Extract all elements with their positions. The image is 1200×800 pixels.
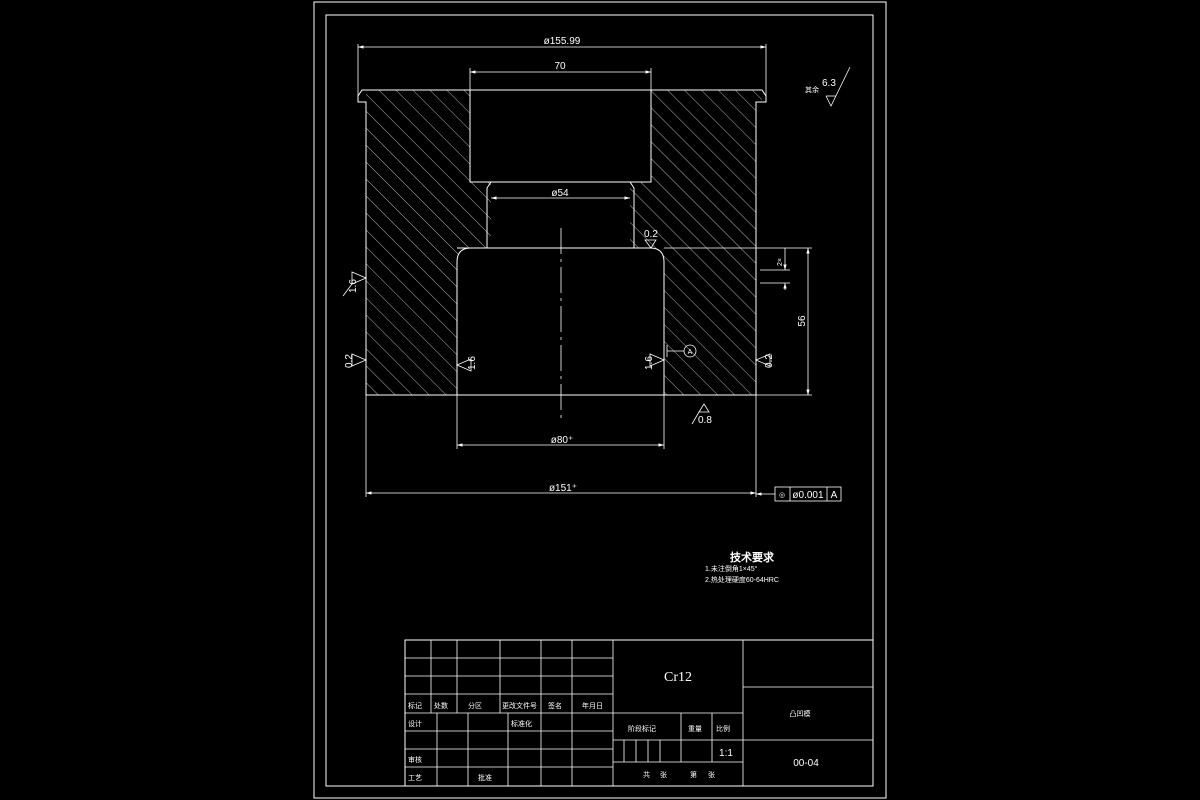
dimension-top-dia: ø155.99 [358,36,766,49]
roughness-right-outer-value: 0.2 [764,354,775,368]
roughness-left-lower: 0.2 [344,353,368,368]
tech-req-line1: 1.未注倒角1×45° [705,564,758,573]
dimension-base: ø151⁺ [366,483,756,495]
label-zone: 分区 [468,701,482,710]
tolerance-symbol: ◎ [779,492,785,499]
dimension-chamfer: 2× [760,248,790,290]
dim-counterbore-text: 70 [554,61,566,72]
bore-outline [486,181,635,248]
dim-chamfer-text: 2× [777,258,784,266]
scale-text: 1:1 [719,748,733,759]
dim-cavity-text: ø80⁺ [551,435,574,446]
label-ratio: 比例 [716,724,730,733]
tech-req-line2: 2.热处理硬度60-64HRC [705,575,779,584]
roughness-left-upper-value: 1.6 [348,279,359,293]
title-block: Cr12 凸凹模 00-04 1:1 标记 处数 分区 更改文件号 签名 年月日… [404,639,874,787]
label-review: 审核 [408,755,422,764]
roughness-inner-left: 1.6 [455,356,478,372]
label-standardize: 标准化 [511,719,532,728]
sheet-outer-border [313,1,887,799]
label-count: 处数 [434,701,448,710]
label-date: 年月日 [582,701,603,710]
tech-req-title: 技术要求 [730,550,775,564]
roughness-inner-right: 1.6 A [644,344,697,370]
roughness-inner-right-value: 1.6 [644,356,655,370]
label-sheets: 张 [660,770,667,779]
tolerance-frame: ◎ ø0.001 A [756,486,842,502]
roughness-general-note: 其余 [805,85,819,94]
datum-marker-a: A [688,349,693,356]
roughness-bottom-value: 0.8 [698,415,712,426]
label-stage-mark: 阶段标记 [628,724,656,733]
label-sheets-total: 共 [643,770,650,779]
roughness-right-outer: 0.2 [754,353,775,368]
material-text: Cr12 [664,670,692,685]
label-sheet-no: 张 [708,770,715,779]
technical-requirements: 技术要求 1.未注倒角1×45° 2.热处理硬度60-64HRC [705,550,779,584]
counterbore-outline [469,90,652,183]
dimension-cavity: ø80⁺ [457,435,664,447]
dimension-bore: ø54 [491,188,630,200]
label-sheet-no-pre: 第 [690,770,697,779]
label-process: 工艺 [408,774,422,782]
roughness-bottom: 0.8 [691,403,712,426]
roughness-cavity-top-value: 0.2 [644,229,658,240]
roughness-left-upper: 1.6 [342,271,368,297]
label-design: 设计 [408,719,422,728]
hatched-section [366,90,762,395]
tolerance-datum: A [831,490,838,501]
roughness-general: 6.3 其余 [805,66,851,107]
tolerance-value: ø0.001 [792,490,824,501]
dimension-depth: 56 [797,248,810,395]
cavity-outline [456,247,665,395]
dim-top-dia-text: ø155.99 [544,36,581,47]
label-sign: 签名 [548,701,562,710]
dimension-counterbore: 70 [470,61,651,74]
dim-bore-text: ø54 [551,188,569,199]
roughness-left-lower-value: 0.2 [344,354,355,368]
roughness-cavity-top: 0.2 [644,229,658,249]
dim-depth-text: 56 [797,315,808,327]
part-section [357,44,812,497]
roughness-general-value: 6.3 [822,78,836,89]
dim-base-text: ø151⁺ [549,483,577,494]
roughness-inner-left-value: 1.6 [467,356,478,370]
label-approve: 批准 [478,773,492,782]
label-mark: 标记 [408,701,422,710]
part-name-text: 凸凹模 [790,709,811,718]
drawing-number-text: 00-04 [793,758,819,769]
label-change-doc: 更改文件号 [502,701,537,710]
label-weight: 重量 [688,725,702,733]
